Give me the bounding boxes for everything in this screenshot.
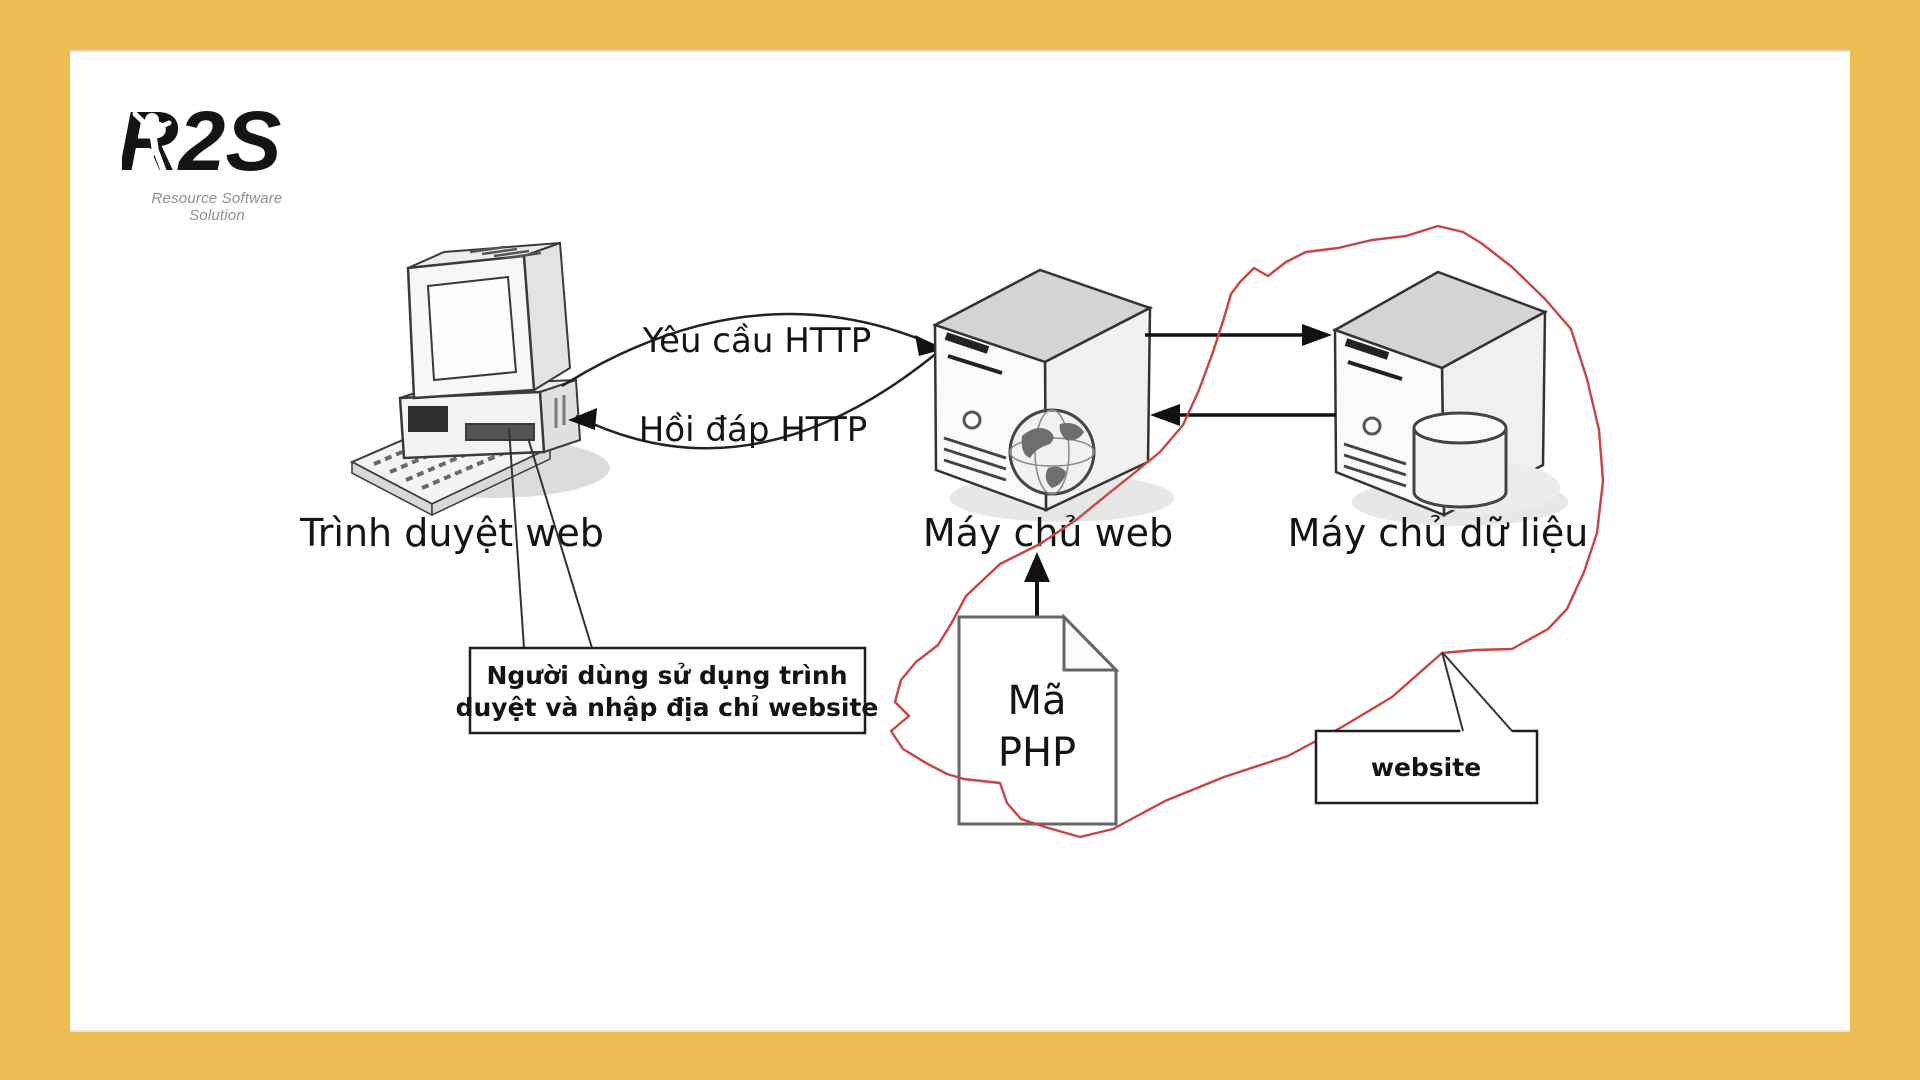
http-response-arrowhead — [568, 408, 597, 430]
arrow-data-to-web — [1150, 404, 1336, 426]
database-cylinder-icon — [1412, 411, 1560, 514]
user-note-line1: Người dùng sử dụng trình — [486, 661, 847, 690]
browser-label: Trình duyệt web — [299, 511, 604, 555]
browser-computer-icon — [349, 241, 582, 517]
logo-tagline: Resource Software Solution — [151, 190, 283, 224]
php-document-label-line2: PHP — [998, 730, 1076, 776]
arrow-web-to-data — [1145, 324, 1332, 346]
user-note-callout: Người dùng sử dụng trình duyệt và nhập đ… — [456, 427, 879, 735]
website-label: website — [1371, 753, 1481, 782]
http-response-label: Hồi đáp HTTP — [639, 410, 867, 450]
user-note-line2: duyệt và nhập địa chỉ website — [456, 693, 879, 722]
arrow-php-to-webserver — [1024, 552, 1050, 618]
r2s-logo: R2S Resource Software Solution — [118, 94, 342, 224]
red-annotation-loop — [889, 224, 1605, 839]
logo-mark: R2S — [118, 94, 281, 188]
website-callout: website — [1314, 650, 1539, 805]
http-response-arc — [575, 351, 939, 450]
data-server-label: Máy chủ dữ liệu — [1288, 511, 1589, 555]
globe-icon — [1008, 408, 1096, 496]
logo-text: R2S — [122, 96, 281, 184]
php-document-icon — [957, 613, 1120, 826]
php-document-label-line1: Mã — [1007, 678, 1066, 724]
http-request-arc — [561, 312, 937, 388]
web-server-label: Máy chủ web — [923, 511, 1173, 555]
logo-person-icon — [132, 111, 172, 175]
slide-surface — [70, 50, 1850, 1032]
http-request-label: Yêu cầu HTTP — [642, 321, 871, 361]
